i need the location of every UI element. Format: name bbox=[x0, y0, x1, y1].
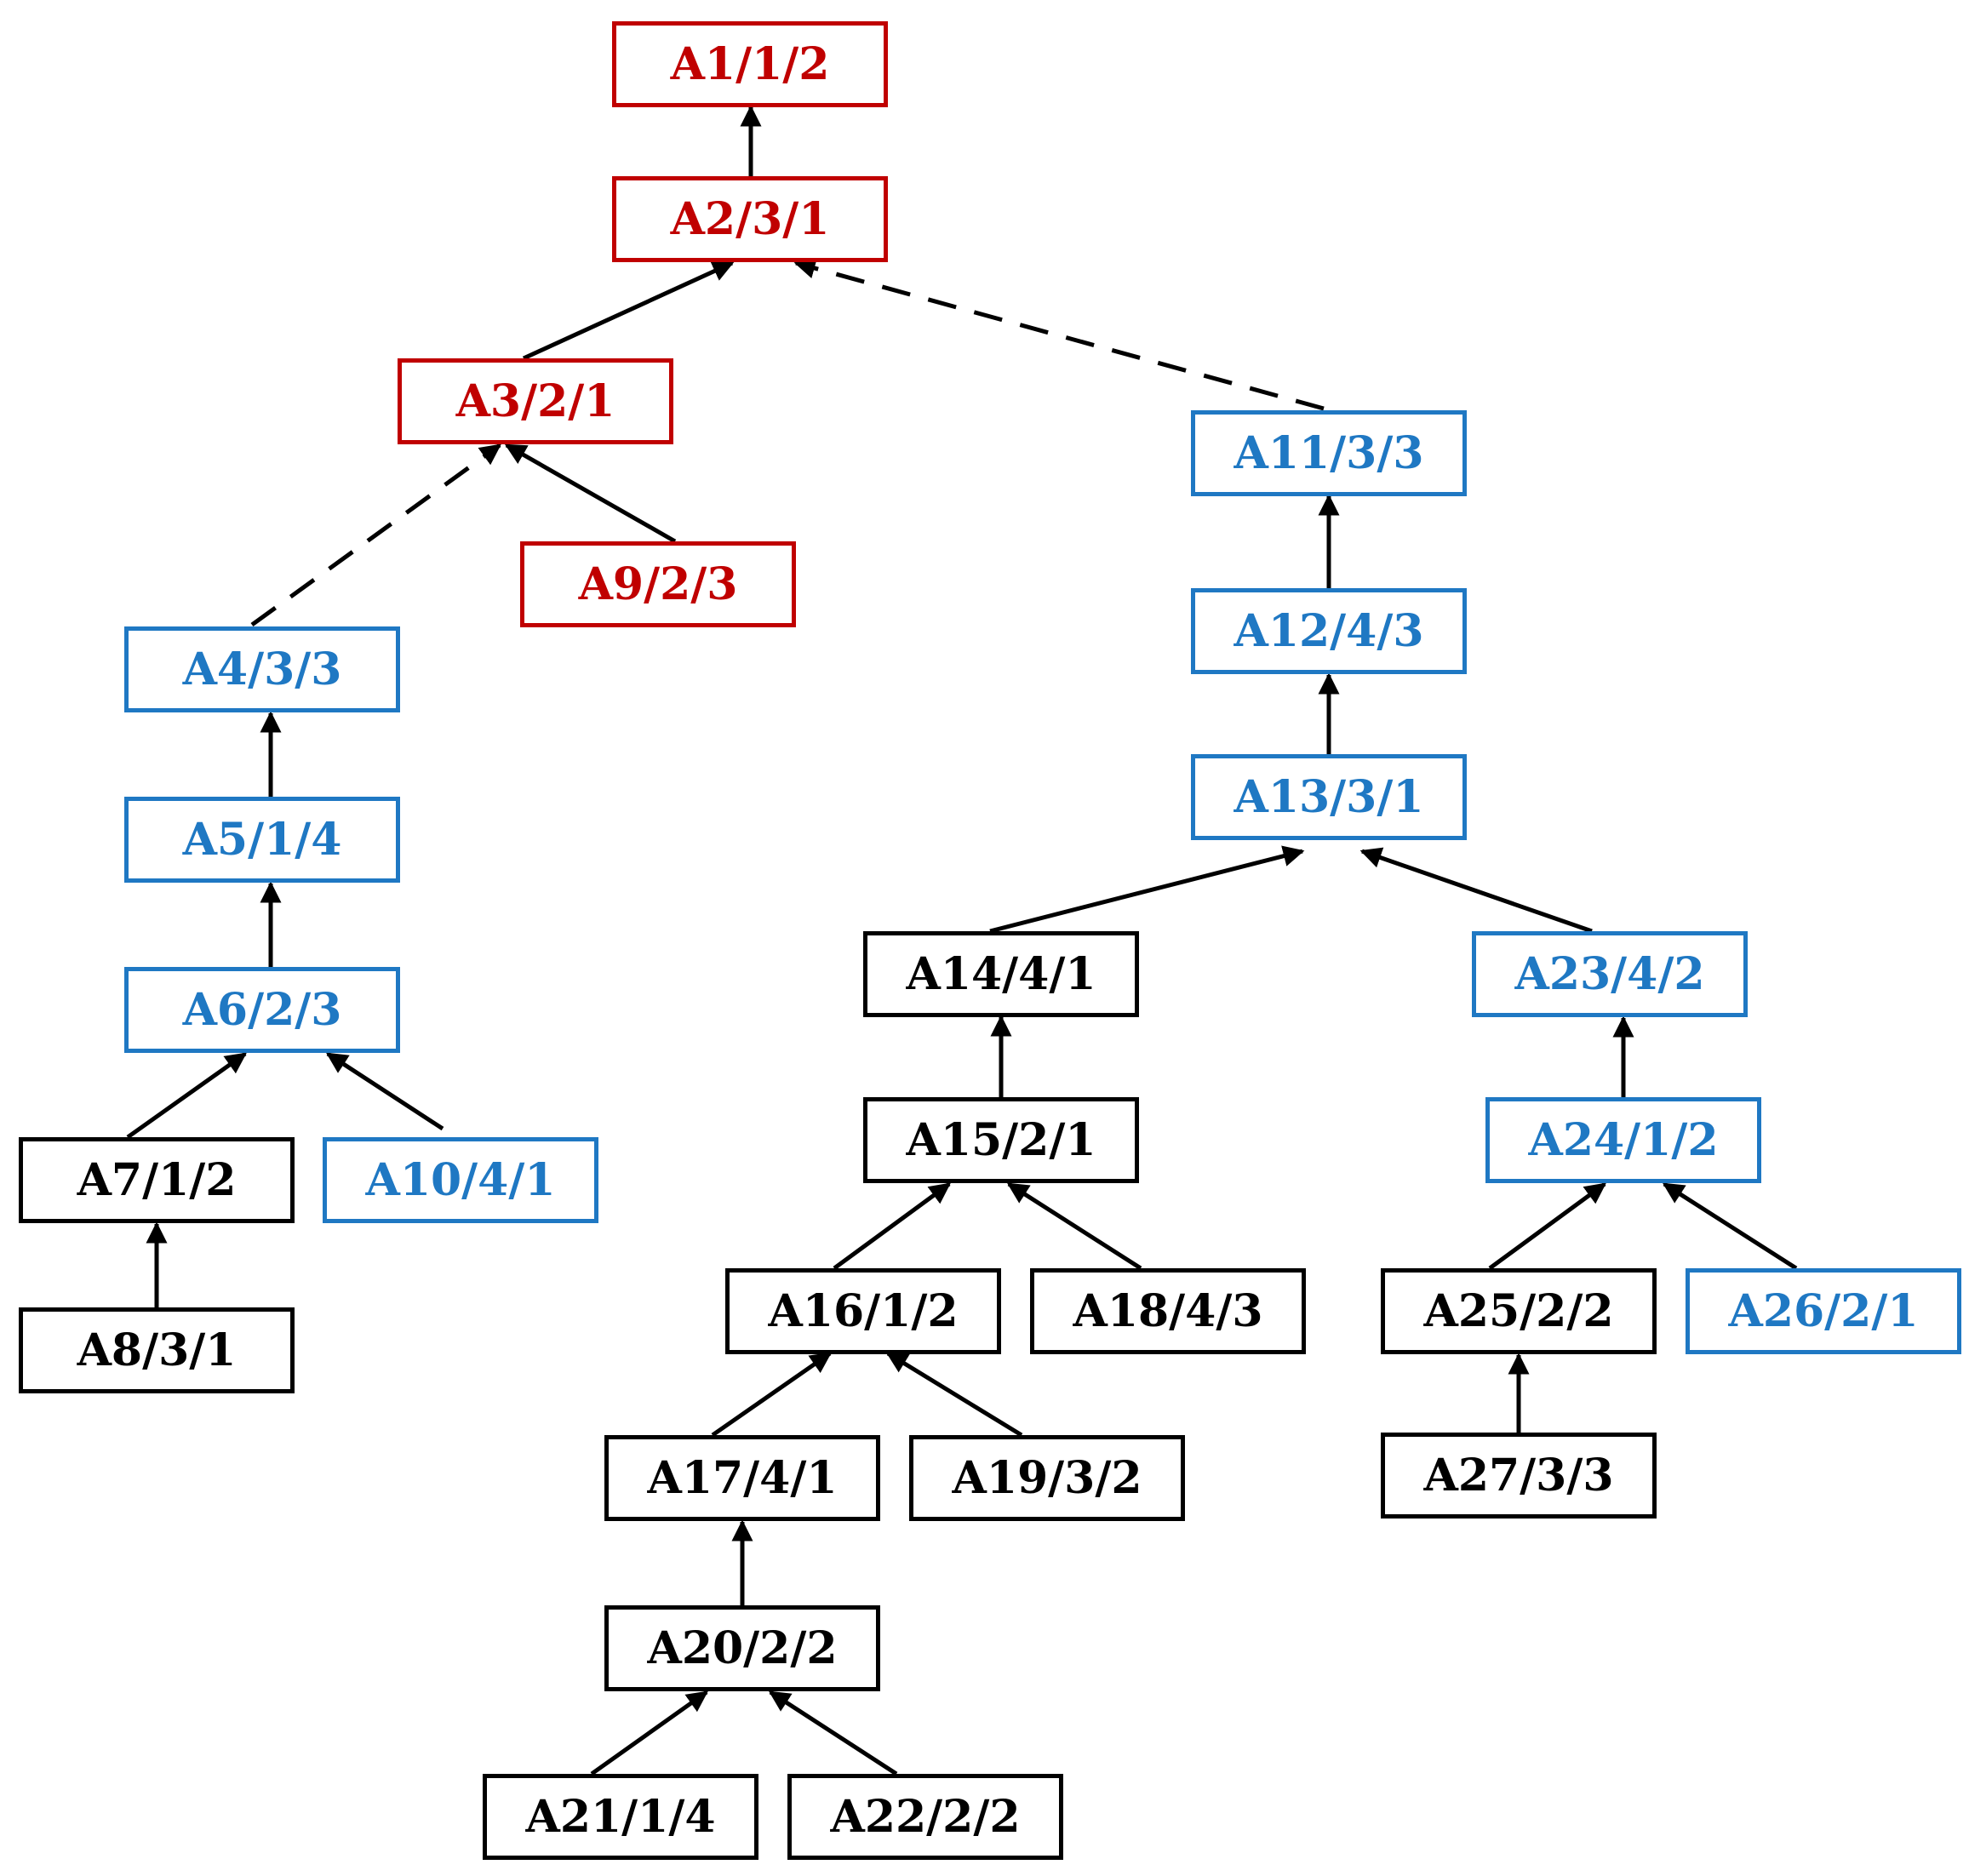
edge-a14-to-a13 bbox=[989, 845, 1305, 934]
node-a5: A5/1/4 bbox=[124, 797, 400, 883]
edge-a9-to-a3 bbox=[504, 443, 677, 544]
node-label: A22/2/2 bbox=[830, 1791, 1021, 1843]
node-a3: A3/2/1 bbox=[398, 358, 673, 444]
node-a10: A10/4/1 bbox=[323, 1137, 598, 1223]
edge-a18-to-a15 bbox=[1006, 1181, 1142, 1271]
node-label: A19/3/2 bbox=[952, 1452, 1142, 1504]
node-label: A13/3/1 bbox=[1233, 771, 1424, 823]
node-a15: A15/2/1 bbox=[863, 1097, 1139, 1183]
node-label: A12/4/3 bbox=[1233, 605, 1424, 657]
node-a6: A6/2/3 bbox=[124, 967, 400, 1053]
node-a8: A8/3/1 bbox=[19, 1307, 295, 1393]
node-label: A10/4/1 bbox=[365, 1154, 556, 1206]
node-a4: A4/3/3 bbox=[124, 626, 400, 712]
node-label: A25/2/2 bbox=[1423, 1285, 1614, 1337]
edge-a3-to-a2 bbox=[522, 260, 735, 361]
edge-a25-to-a24 bbox=[1488, 1181, 1607, 1271]
node-a2: A2/3/1 bbox=[612, 176, 888, 262]
edge-a22-to-a20 bbox=[768, 1690, 898, 1776]
node-label: A20/2/2 bbox=[647, 1622, 838, 1674]
node-a19: A19/3/2 bbox=[909, 1435, 1185, 1521]
node-label: A21/1/4 bbox=[525, 1791, 716, 1843]
node-a16: A16/1/2 bbox=[725, 1268, 1001, 1354]
edge-a7-to-a6 bbox=[126, 1051, 248, 1140]
node-a21: A21/1/4 bbox=[483, 1774, 758, 1860]
node-label: A7/1/2 bbox=[77, 1154, 237, 1206]
node-label: A6/2/3 bbox=[182, 984, 342, 1036]
node-label: A14/4/1 bbox=[906, 948, 1096, 1000]
edge-a16-to-a15 bbox=[833, 1181, 952, 1271]
node-label: A1/1/2 bbox=[670, 38, 830, 90]
node-label: A26/2/1 bbox=[1728, 1285, 1919, 1337]
edge-a26-to-a24 bbox=[1662, 1181, 1798, 1271]
edge-a11-to-a2 bbox=[793, 257, 1325, 411]
node-label: A8/3/1 bbox=[77, 1324, 237, 1376]
node-label: A4/3/3 bbox=[182, 643, 342, 695]
node-a7: A7/1/2 bbox=[19, 1137, 295, 1223]
node-a20: A20/2/2 bbox=[604, 1605, 880, 1691]
node-label: A23/4/2 bbox=[1514, 948, 1705, 1000]
node-a1: A1/1/2 bbox=[612, 21, 888, 107]
node-label: A11/3/3 bbox=[1233, 427, 1424, 479]
node-label: A3/2/1 bbox=[455, 375, 615, 427]
node-a17: A17/4/1 bbox=[604, 1435, 880, 1521]
node-a18: A18/4/3 bbox=[1030, 1268, 1306, 1354]
edge-a10-to-a6 bbox=[325, 1051, 444, 1131]
node-a11: A11/3/3 bbox=[1191, 410, 1467, 496]
node-label: A15/2/1 bbox=[906, 1114, 1096, 1166]
edge-a4-to-a3 bbox=[250, 443, 502, 627]
node-a14: A14/4/1 bbox=[863, 931, 1139, 1017]
node-label: A16/1/2 bbox=[768, 1285, 959, 1337]
node-a26: A26/2/1 bbox=[1686, 1268, 1961, 1354]
edge-a17-to-a16 bbox=[711, 1351, 833, 1438]
node-label: A2/3/1 bbox=[670, 193, 830, 245]
node-label: A18/4/3 bbox=[1073, 1285, 1263, 1337]
node-a27: A27/3/3 bbox=[1381, 1433, 1657, 1519]
edge-a19-to-a16 bbox=[885, 1351, 1023, 1438]
node-a9: A9/2/3 bbox=[520, 541, 796, 627]
node-a25: A25/2/2 bbox=[1381, 1268, 1657, 1354]
node-label: A9/2/3 bbox=[578, 558, 738, 610]
node-label: A5/1/4 bbox=[182, 814, 342, 866]
node-label: A17/4/1 bbox=[647, 1452, 838, 1504]
node-a22: A22/2/2 bbox=[787, 1774, 1063, 1860]
edge-a21-to-a20 bbox=[590, 1690, 709, 1776]
node-label: A27/3/3 bbox=[1423, 1450, 1614, 1501]
node-a13: A13/3/1 bbox=[1191, 754, 1467, 840]
node-a23: A23/4/2 bbox=[1472, 931, 1748, 1017]
node-a12: A12/4/3 bbox=[1191, 588, 1467, 674]
node-a24: A24/1/2 bbox=[1485, 1097, 1761, 1183]
node-label: A24/1/2 bbox=[1528, 1114, 1719, 1166]
edge-a23-to-a13 bbox=[1359, 847, 1593, 934]
